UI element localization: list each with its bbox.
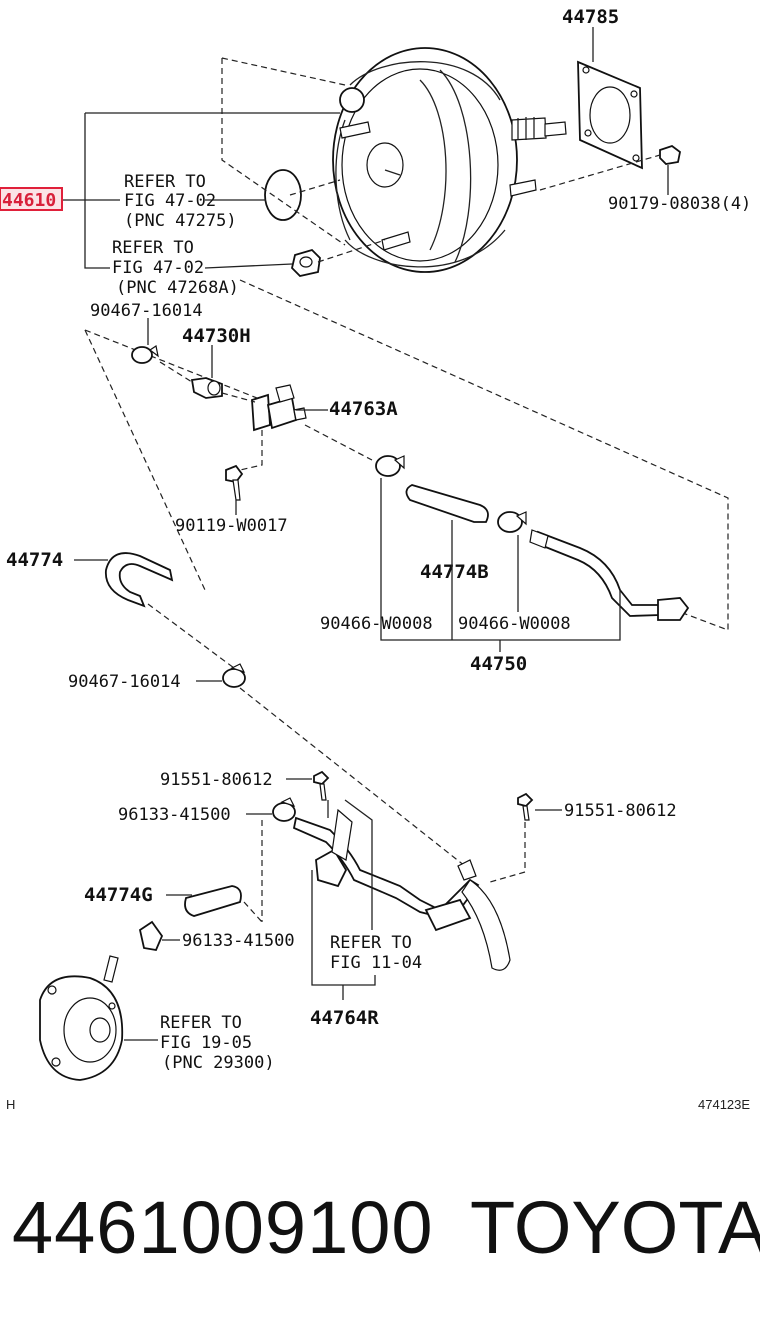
refer2-line3: (PNC 47268A): [116, 278, 239, 298]
refer4-line2: FIG 19-05: [160, 1033, 252, 1053]
label-91551-right: 91551-80612: [564, 801, 677, 821]
bolt-90119: [225, 464, 244, 501]
grommet: [291, 248, 321, 277]
label-44730H: 44730H: [182, 325, 251, 347]
label-96133-bottom: 96133-41500: [182, 931, 295, 951]
corner-mark-left: H: [6, 1097, 15, 1112]
highlight-part-label[interactable]: 44610: [2, 190, 56, 211]
bolt-91551-right: [517, 792, 534, 821]
pipe-44764R: [292, 808, 511, 971]
label-90466-right: 90466-W0008: [458, 614, 571, 634]
label-96133-top: 96133-41500: [118, 805, 231, 825]
refer3-line2: FIG 11-04: [330, 953, 422, 973]
footer: 4461009100 TOYOTA: [0, 1185, 760, 1295]
clamp-90466-left: [375, 455, 405, 477]
label-44750: 44750: [470, 653, 527, 675]
fitting-44763A: [251, 384, 307, 432]
refer4-line1: REFER TO: [160, 1013, 242, 1033]
hose-44774B: [405, 484, 489, 523]
vacuum-pump: [39, 955, 124, 1081]
refer2-line1: REFER TO: [112, 238, 194, 258]
clamp-90467-top: [131, 345, 159, 364]
label-90467-mid: 90467-16014: [68, 672, 181, 692]
label-44774B: 44774B: [420, 561, 489, 583]
refer2-line2: FIG 47-02: [112, 258, 204, 278]
label-90466-left: 90466-W0008: [320, 614, 433, 634]
label-91551-left: 91551-80612: [160, 770, 273, 790]
clamp-90466-right: [497, 511, 527, 533]
highlight-box[interactable]: [0, 187, 63, 211]
tube-44750: [537, 530, 661, 617]
part-number: 4461009100: [12, 1186, 434, 1269]
label-90467-top: 90467-16014: [90, 301, 203, 321]
bolt-91551-left: [313, 770, 330, 801]
brake-booster: [332, 47, 567, 273]
refer1-line3: (PNC 47275): [124, 211, 237, 231]
gasket-44785: [577, 60, 643, 170]
clamp-96133-top: [272, 797, 296, 822]
brand-name: TOYOTA: [470, 1186, 760, 1269]
label-44785: 44785: [562, 6, 619, 28]
illustration-code: 474123E: [698, 1097, 750, 1112]
o-ring: [264, 169, 302, 221]
label-44763A: 44763A: [329, 398, 398, 420]
label-44774G: 44774G: [84, 884, 153, 906]
label-90179: 90179-08038(4): [608, 194, 751, 214]
clamp-90467-mid: [222, 663, 246, 688]
refer1-line2: FIG 47-02: [124, 191, 216, 211]
refer3-line1: REFER TO: [330, 933, 412, 953]
label-44774: 44774: [6, 549, 63, 571]
check-valve-44730H: [190, 377, 223, 399]
label-44764R: 44764R: [310, 1007, 379, 1029]
label-90119: 90119-W0017: [175, 516, 288, 536]
refer4-line3: (PNC 29300): [162, 1053, 275, 1073]
hose-44774: [105, 552, 174, 608]
nut-90179: [659, 144, 681, 165]
hose-44774G: [184, 885, 242, 917]
clamp-96133-bottom: [138, 920, 164, 952]
refer1-line1: REFER TO: [124, 172, 206, 192]
